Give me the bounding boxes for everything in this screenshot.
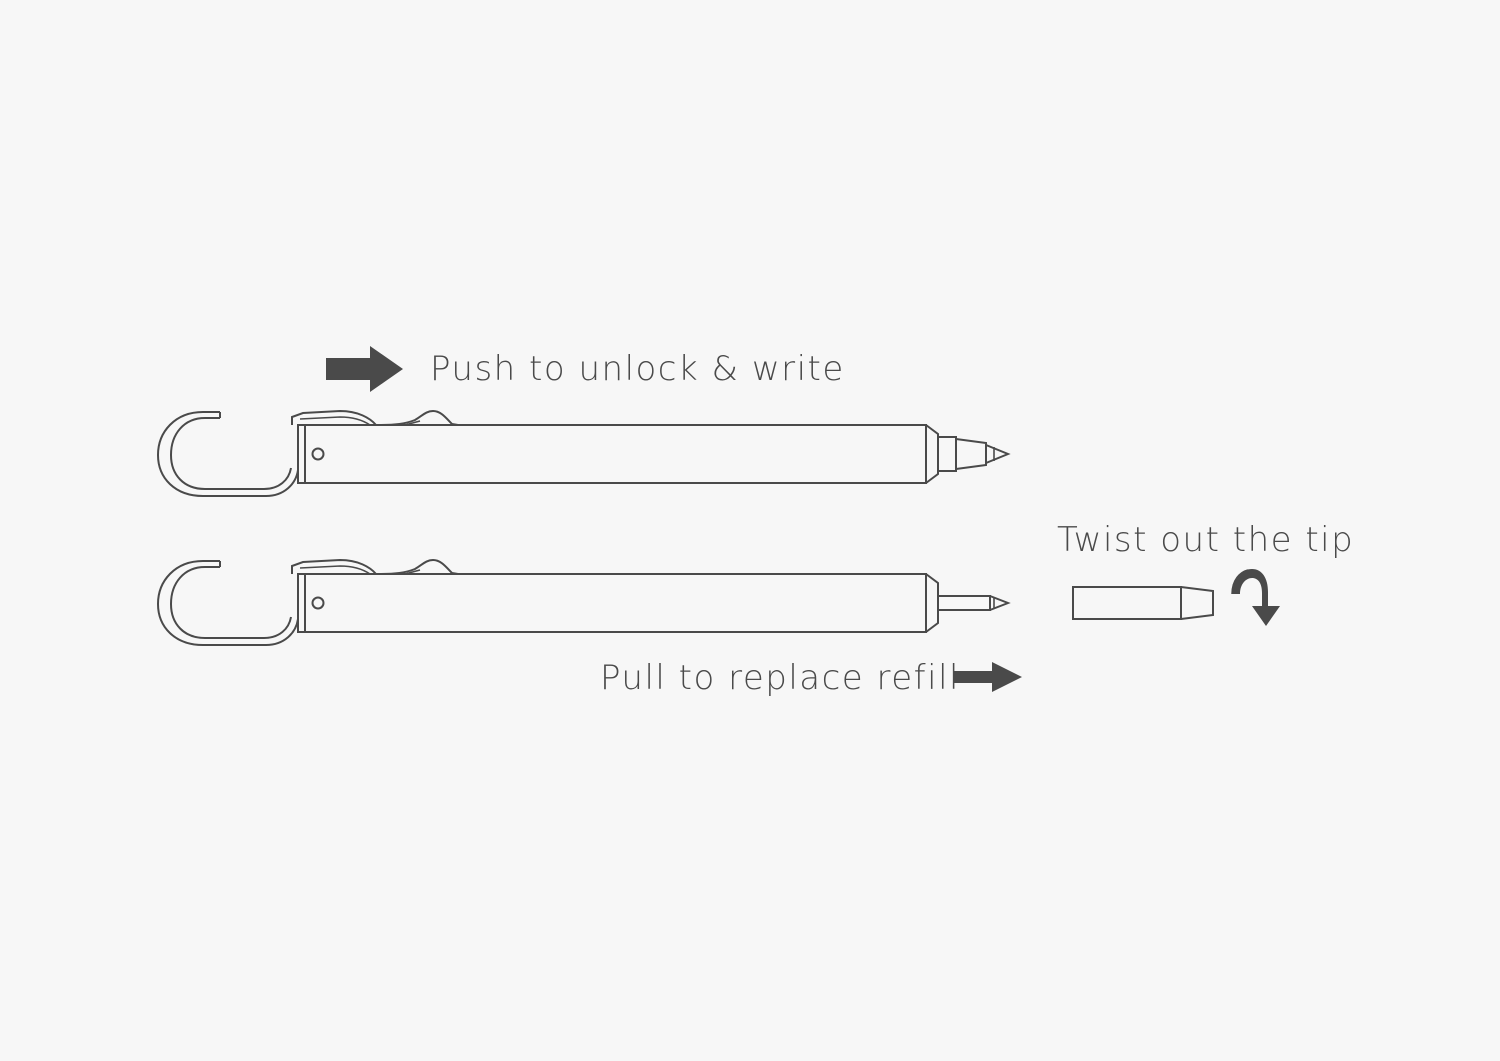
push-to-unlock-label: Push to unlock & write xyxy=(430,349,845,389)
pull-arrow-icon xyxy=(954,662,1022,692)
pen-writing-mode xyxy=(157,410,1011,497)
curved-down-arrow-icon xyxy=(1231,569,1280,626)
detached-tip xyxy=(1072,586,1214,620)
push-arrow-icon xyxy=(326,346,403,392)
pull-to-replace-refill-label: Pull to replace refill xyxy=(600,658,960,698)
pen-refill-mode xyxy=(157,559,1011,646)
twist-out-tip-label: Twist out the tip xyxy=(1057,520,1355,560)
